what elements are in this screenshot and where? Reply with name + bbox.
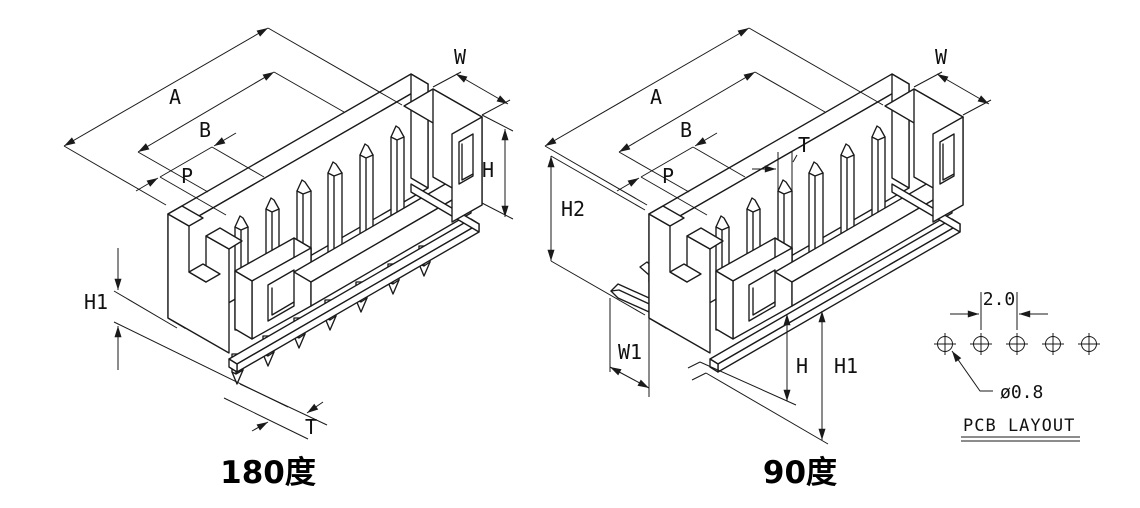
dim-label-h1-180: H1 xyxy=(84,290,108,314)
dimensions-180: A B P W H xyxy=(63,27,514,440)
end-window xyxy=(458,133,474,185)
side-window xyxy=(267,269,295,322)
pth-hole-icon xyxy=(970,333,992,355)
connector-90-view: A B P T W xyxy=(544,27,992,491)
side-window xyxy=(748,269,776,322)
pth-hole-icon xyxy=(1006,333,1028,355)
pth-hole-icon xyxy=(1042,333,1064,355)
hole-diameter-leader xyxy=(951,350,993,392)
end-window xyxy=(939,133,955,185)
pcb-layout-title: PCB LAYOUT xyxy=(963,416,1075,436)
pcb-hole-diameter-label: ø0.8 xyxy=(1000,382,1043,403)
dim-label-w-90: W xyxy=(935,45,948,69)
pth-hole-icons xyxy=(934,333,1100,355)
dim-label-b-180: B xyxy=(199,118,211,142)
dim-label-h-180: H xyxy=(482,158,494,182)
pcb-layout-view: 2.0 ø0.8 PCB LAYOUT xyxy=(934,289,1100,442)
dim-label-a-90: A xyxy=(650,85,662,109)
dim-label-a-180: A xyxy=(169,85,181,109)
pcb-pitch-label: 2.0 xyxy=(983,289,1016,310)
dim-label-w-180: W xyxy=(454,45,467,69)
dim-label-t-180: T xyxy=(305,415,317,439)
pth-hole-icon xyxy=(934,333,956,355)
connector-180-view: A B P W H xyxy=(63,27,514,491)
dim-label-t-90: T xyxy=(798,133,810,157)
dim-label-w1-90: W1 xyxy=(618,340,642,364)
connector-90-body xyxy=(610,73,964,445)
dim-label-h2-90: H2 xyxy=(561,197,585,221)
dim-label-b-90: B xyxy=(680,118,692,142)
dim-label-p-90: P xyxy=(662,164,674,188)
dimensions-90: A B P T W xyxy=(544,27,992,440)
dim-label-p-180: P xyxy=(181,164,193,188)
dim-label-h-90: H xyxy=(796,354,808,378)
connector-180-body xyxy=(167,73,483,385)
caption-90: 90度 xyxy=(763,455,837,491)
dim-label-h1-90: H1 xyxy=(834,354,858,378)
caption-180: 180度 xyxy=(220,455,316,491)
pth-hole-icon xyxy=(1078,333,1100,355)
pcb-plane-lines xyxy=(687,361,829,445)
